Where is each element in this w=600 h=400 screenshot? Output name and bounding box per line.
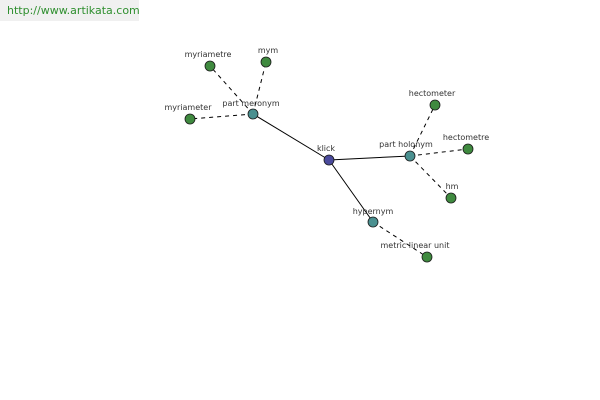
node-myriametre[interactable] [204,60,216,72]
label-hm: hm [446,182,459,191]
edge-part-meronym-mym [252,61,267,115]
label-myriametre: myriametre [185,50,232,59]
label-metric-linear-unit: metric linear unit [381,241,450,250]
node-hm[interactable] [445,192,457,204]
label-part-holonym: part holonym [379,140,433,149]
edge-klick-part-holonym [328,155,411,161]
node-hectometre[interactable] [462,143,474,155]
label-mym: mym [258,46,279,55]
label-hectometre: hectometre [443,133,489,142]
label-hypernym: hypernym [353,207,394,216]
site-url-watermark[interactable]: http://www.artikata.com [0,0,140,21]
label-myriameter: myriameter [164,103,212,112]
edge-part-holonym-hectometer [409,104,436,157]
edge-klick-part-meronym [252,113,330,161]
node-metric-linear-unit[interactable] [421,251,433,263]
edge-hypernym-metric-linear-unit [372,221,428,258]
node-hypernym[interactable] [367,216,379,228]
label-part-meronym: part meronym [222,99,279,108]
label-hectometer: hectometer [409,89,456,98]
label-klick: klick [317,144,335,153]
node-klick[interactable] [323,154,335,166]
edge-klick-hypernym [328,159,374,223]
edge-part-meronym-myriametre [209,65,254,115]
node-part-holonym[interactable] [404,150,416,162]
edge-part-holonym-hectometre [409,148,469,157]
node-myriameter[interactable] [184,113,196,125]
node-part-meronym[interactable] [247,108,259,120]
edge-part-meronym-myriameter [189,113,254,120]
edge-part-holonym-hm [409,155,452,199]
node-mym[interactable] [260,56,272,68]
node-hectometer[interactable] [429,99,441,111]
